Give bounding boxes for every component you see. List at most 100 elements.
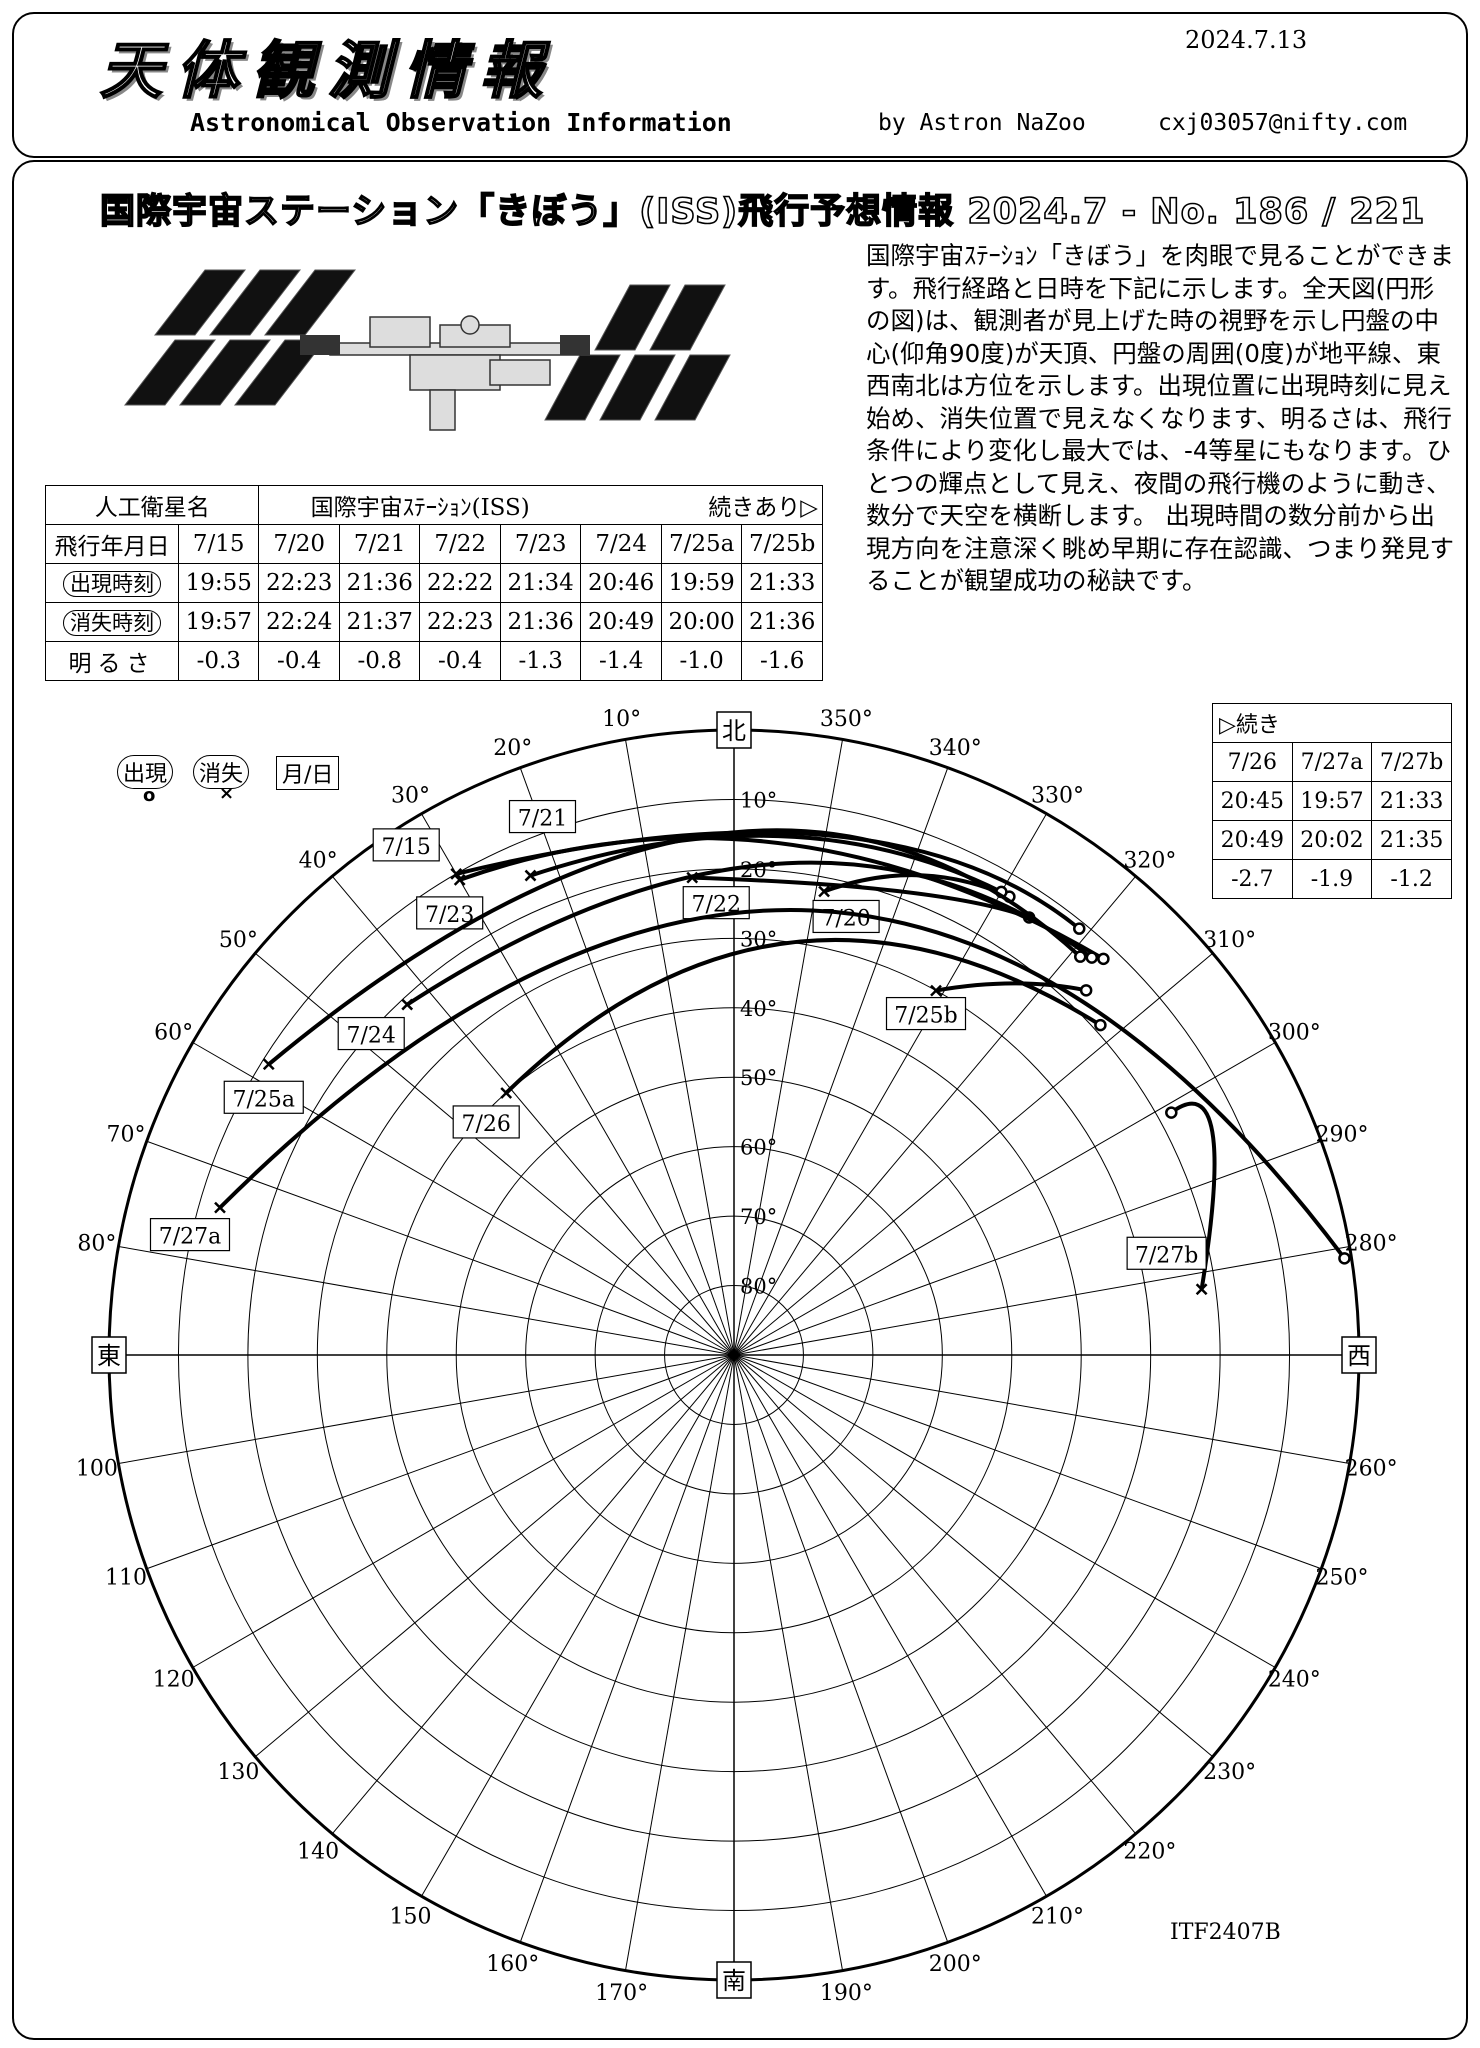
- legend-vanish-symbol: ×: [219, 783, 235, 804]
- azimuth-line: [733, 1354, 1322, 1570]
- cell-mag: -2.7: [1212, 859, 1293, 899]
- azimuth-label: 190°: [820, 1981, 873, 2006]
- pass-label-box: [885, 996, 967, 1031]
- iss-illustration: [123, 269, 731, 431]
- azimuth-label: 110: [105, 1565, 147, 1590]
- header-frame: [12, 12, 1468, 158]
- azimuth-label: 340°: [929, 736, 982, 761]
- pass-label-box: [149, 1218, 231, 1252]
- cell-vanish: 21:37: [338, 602, 421, 642]
- continued-table: ▷続き 7/26 7/27a 7/27b 20:45 19:57 21:33 2…: [1212, 703, 1452, 899]
- cell-vanish: 22:24: [258, 602, 340, 642]
- azimuth-line: [624, 739, 735, 1356]
- azimuth-label: 120: [153, 1668, 195, 1693]
- azimuth-label: 10°: [602, 707, 641, 732]
- azimuth-label: 290°: [1315, 1123, 1368, 1148]
- table-row-date: 飛行年月日 7/15 7/20 7/21 7/22 7/23 7/24 7/25…: [45, 524, 823, 564]
- header-byline: by Astron NaZoo: [878, 110, 1086, 136]
- altitude-label: 10°: [740, 788, 777, 812]
- azimuth-line: [118, 1354, 735, 1465]
- vanish-marker-7/24: [401, 998, 414, 1011]
- azimuth-label: 30°: [391, 784, 430, 809]
- appear-marker-7/25b: [1079, 984, 1093, 997]
- azimuth-line: [733, 1354, 1350, 1465]
- pass-label: 7/21: [518, 807, 567, 832]
- azimuth-label: 230°: [1203, 1760, 1256, 1785]
- pass-label: 7/25a: [232, 1087, 295, 1112]
- pass-label: 7/27b: [1135, 1243, 1199, 1268]
- compass-box-north: [716, 711, 752, 749]
- cell-appear: 21:33: [741, 563, 823, 603]
- header-title: 天体観測情報: [99, 33, 557, 108]
- cell-vanish: 19:57: [177, 602, 260, 642]
- row-label-magnitude: 明るさ: [45, 641, 179, 681]
- pass-label: 7/25b: [894, 1004, 958, 1029]
- azimuth-line: [421, 1354, 735, 1897]
- azimuth-label: 240°: [1268, 1668, 1321, 1693]
- header-subtitle: Astronomical Observation Information: [190, 108, 732, 137]
- row-label-date: 飛行年月日: [45, 524, 179, 564]
- azimuth-label: 20°: [493, 736, 532, 761]
- azimuth-line: [733, 875, 1137, 1356]
- pass-label-box: [508, 799, 577, 834]
- compass-label-west: 西: [1347, 1342, 1371, 1370]
- appear-marker-7/24: [1085, 951, 1099, 964]
- altitude-label: 50°: [740, 1066, 777, 1090]
- cell-mag: -1.0: [660, 641, 743, 681]
- cell-mag: -1.3: [499, 641, 582, 681]
- azimuth-label: 80°: [77, 1232, 116, 1257]
- main-frame: [12, 160, 1468, 2040]
- azimuth-label: 170°: [595, 1981, 648, 2006]
- vanish-marker-7/21: [524, 869, 537, 882]
- azimuth-line: [118, 1245, 735, 1356]
- cell-mag: -0.4: [258, 641, 340, 681]
- compass-box-west: [1341, 1336, 1377, 1374]
- cell-mag: -0.3: [177, 641, 260, 681]
- cell-appear: 19:57: [1291, 781, 1373, 821]
- azimuth-label: 100: [76, 1456, 118, 1481]
- azimuth-label: 300°: [1268, 1021, 1321, 1046]
- azimuth-label: 320°: [1123, 848, 1176, 873]
- cell-date: 7/25a: [660, 524, 743, 564]
- header-date: 2024.7.13: [1185, 26, 1308, 54]
- intro-text: 国際宇宙ｽﾃｰｼｮﾝ「きぼう」を肉眼で見ることができます。飛行経路と日時を下記に…: [866, 241, 1454, 595]
- zenith-point: [729, 1350, 739, 1360]
- legend-vanish: 消失: [193, 755, 250, 789]
- pass-label: 7/27a: [159, 1225, 222, 1250]
- cell-vanish: 21:35: [1371, 820, 1452, 860]
- cell-vanish: 20:00: [660, 602, 743, 642]
- cell-date: 7/21: [338, 524, 421, 564]
- azimuth-label: 200°: [929, 1952, 982, 1977]
- vanish-marker-7/27a: [214, 1201, 226, 1214]
- azimuth-line: [192, 1354, 735, 1668]
- appear-marker-7/27a: [1338, 1252, 1351, 1265]
- cell-date: 7/23: [499, 524, 582, 564]
- pass-label-box: [1126, 1236, 1207, 1270]
- altitude-label: 70°: [740, 1205, 777, 1229]
- legend-appear: 出現: [117, 755, 174, 789]
- altitude-label: 60°: [740, 1136, 777, 1160]
- azimuth-label: 210°: [1031, 1904, 1084, 1929]
- pass-path-7/27b: [1170, 1101, 1217, 1290]
- azimuth-line: [733, 767, 949, 1356]
- cell-mag: -1.6: [741, 641, 823, 681]
- compass-label-north: 北: [722, 717, 746, 745]
- cell-mag: -0.4: [419, 641, 501, 681]
- pass-path-7/25a: [267, 828, 1082, 1066]
- h-satellite: 人工衛星名: [44, 485, 260, 525]
- h-continued: 続きあり▷: [580, 485, 823, 525]
- vanish-marker-7/20: [818, 885, 830, 898]
- azimuth-label: 130: [217, 1760, 259, 1785]
- header-email[interactable]: cxj03057@nifty.com: [1158, 110, 1408, 136]
- compass-label-south: 南: [722, 1967, 746, 1995]
- legend-appear-symbol: o: [143, 785, 156, 806]
- azimuth-line: [624, 1354, 735, 1971]
- continued-header: ▷続き: [1212, 703, 1452, 743]
- legend-month-day: 月/日: [276, 756, 340, 790]
- azimuth-line: [146, 1354, 735, 1570]
- cell-date: 7/25b: [741, 524, 823, 564]
- azimuth-line: [733, 1354, 1047, 1897]
- vanish-marker-7/23: [453, 874, 466, 886]
- azimuth-line: [519, 1354, 735, 1943]
